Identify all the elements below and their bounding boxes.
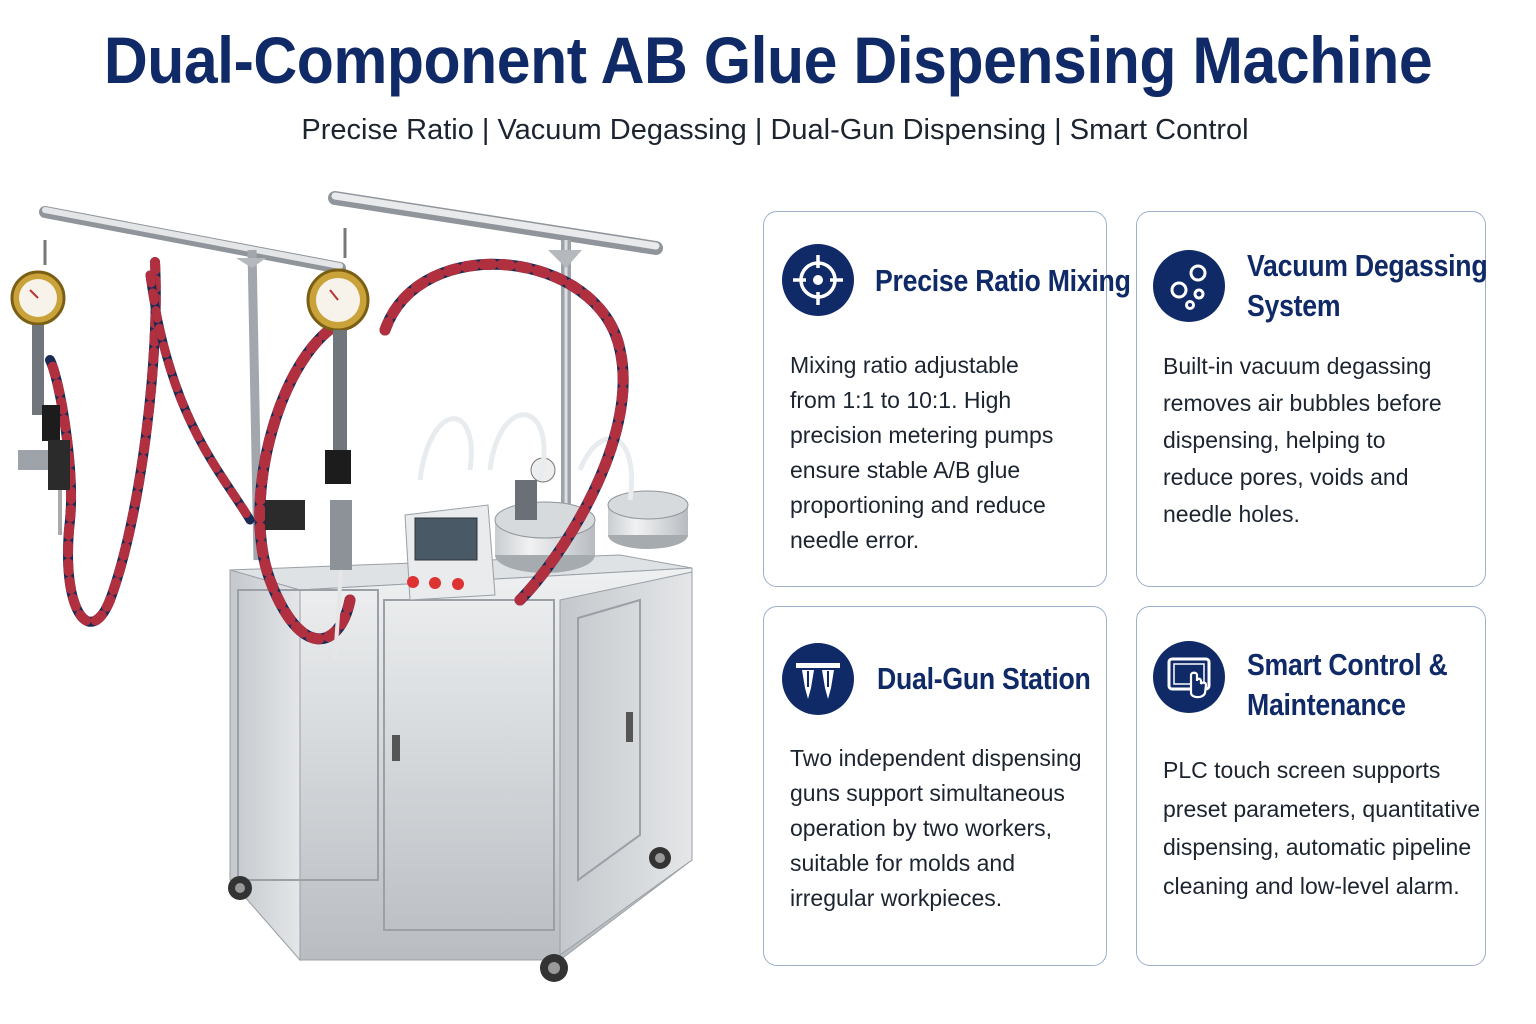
dispensing-gun-right [265, 228, 370, 661]
touchscreen-icon [1153, 641, 1225, 713]
control-panel [404, 504, 496, 601]
dispensing-machine-illustration [10, 191, 693, 982]
dispensing-gun-left [10, 240, 70, 535]
feature-description: Built-in vacuum degassing removes air bu… [1163, 353, 1442, 527]
feature-card-precise-ratio: Precise Ratio Mixing Mixing ratio adjust… [763, 211, 1131, 587]
feature-description: Mixing ratio adjustable from 1:1 to 10:1… [790, 352, 1054, 553]
dual-nozzle-icon [782, 643, 854, 715]
feature-description: PLC touch screen supports preset paramet… [1163, 757, 1481, 899]
feature-title: Smart Control & Maintenance [1247, 647, 1448, 722]
feature-card-dual-gun: Dual-Gun Station Two independent dispens… [763, 606, 1107, 966]
hoses [45, 257, 629, 645]
feature-title: Vacuum Degassing System [1247, 248, 1488, 323]
feature-title: Dual-Gun Station [877, 661, 1091, 696]
target-icon [782, 244, 854, 316]
page-subtitle: Precise Ratio | Vacuum Degassing | Dual-… [301, 114, 1249, 146]
bubbles-icon [1153, 250, 1225, 322]
feature-description: Two independent dispensing guns support … [790, 745, 1082, 911]
page-title: Dual-Component AB Glue Dispensing Machin… [103, 23, 1433, 97]
steel-cabinet [228, 554, 693, 982]
feature-card-vacuum-degassing: Vacuum Degassing System Built-in vacuum … [1136, 211, 1488, 587]
feature-title: Precise Ratio Mixing [875, 263, 1131, 298]
feature-card-smart-control: Smart Control & Maintenance PLC touch sc… [1136, 606, 1486, 966]
